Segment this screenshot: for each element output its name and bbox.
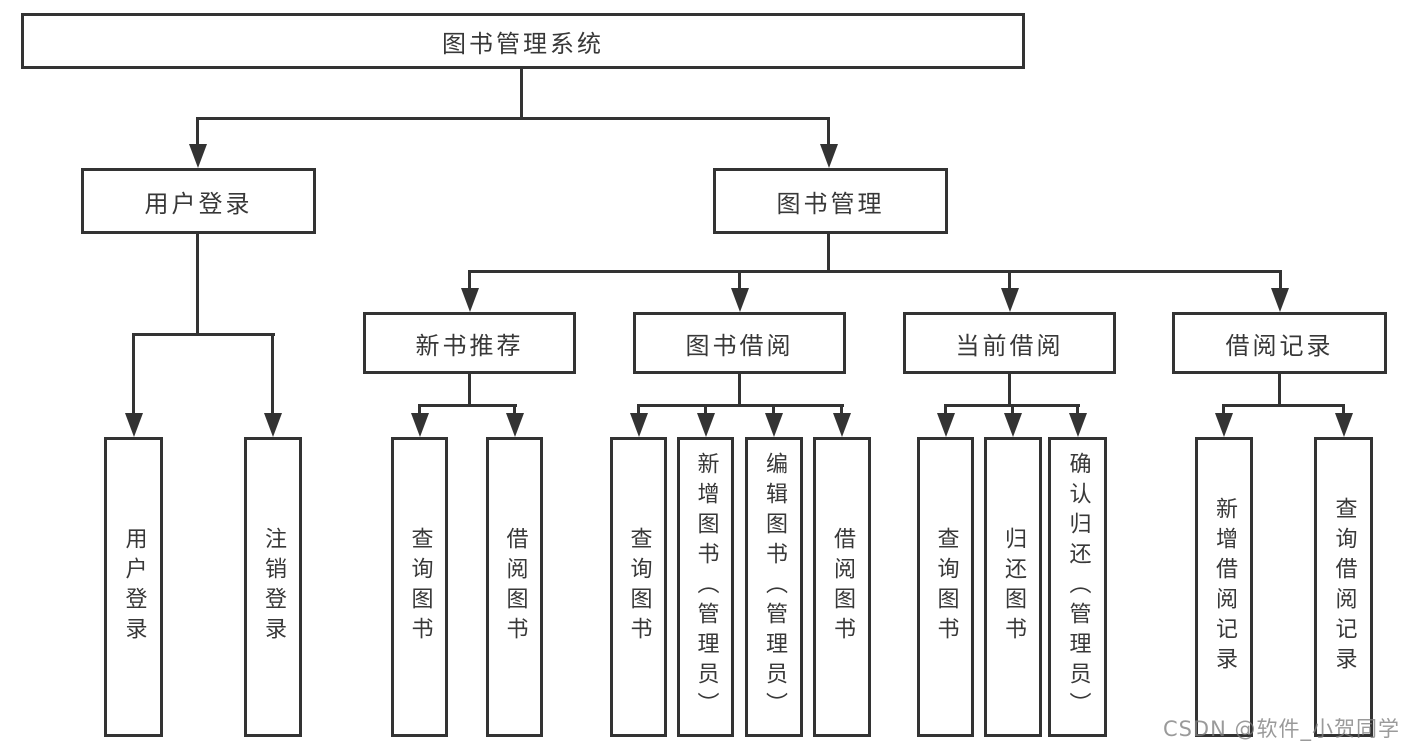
connector-line: [418, 404, 421, 417]
arrowhead-down: [731, 288, 749, 312]
connector-line: [468, 374, 471, 406]
leaf-query-book-label: 查询图书: [933, 527, 959, 647]
leaf-add-borrow-record: 新增借阅记录: [1195, 437, 1253, 737]
leaf-confirm-return-admin-label: 确认归还（管理员）: [1065, 452, 1091, 722]
connector-line: [827, 117, 830, 147]
connector-line: [1011, 404, 1014, 417]
arrowhead-down: [1335, 413, 1353, 437]
node-user-login: 用户登录: [81, 168, 316, 234]
connector-line: [468, 270, 1282, 273]
connector-line: [704, 404, 707, 417]
leaf-query-borrow-record: 查询借阅记录: [1314, 437, 1373, 737]
leaf-add-book-admin: 新增图书（管理员）: [677, 437, 734, 737]
connector-line: [1342, 404, 1345, 417]
connector-line: [132, 333, 275, 336]
connector-line: [1008, 270, 1011, 290]
connector-line: [738, 374, 741, 406]
leaf-edit-book-admin: 编辑图书（管理员）: [745, 437, 803, 737]
node-borrow-records: 借阅记录: [1172, 312, 1387, 374]
arrowhead-down: [461, 288, 479, 312]
connector-line: [196, 117, 199, 147]
arrowhead-down: [697, 413, 715, 437]
connector-line: [1279, 270, 1282, 290]
node-book-management: 图书管理: [713, 168, 948, 234]
connector-line: [196, 234, 199, 334]
leaf-edit-book-admin-label: 编辑图书（管理员）: [762, 452, 787, 722]
leaf-borrow-book-label: 借阅图书: [502, 527, 528, 647]
connector-line: [196, 117, 830, 120]
connector-line: [1008, 374, 1011, 406]
arrowhead-down: [765, 413, 783, 437]
connector-line: [637, 404, 844, 407]
connector-line: [827, 233, 830, 273]
arrowhead-down: [1001, 288, 1019, 312]
csdn-watermark: CSDN @软件_小贺同学: [1162, 717, 1400, 741]
arrowhead-down: [833, 413, 851, 437]
arrowhead-down: [820, 144, 838, 168]
node-library-system: 图书管理系统: [21, 13, 1025, 69]
connector-line: [1222, 404, 1225, 417]
arrowhead-down: [937, 413, 955, 437]
connector-line: [468, 270, 471, 290]
connector-line: [840, 404, 843, 417]
leaf-logout: 注销登录: [244, 437, 302, 737]
connector-line: [1222, 404, 1345, 407]
connector-line: [738, 270, 741, 290]
connector-line: [513, 404, 516, 417]
leaf-query-borrow-record-label: 查询借阅记录: [1331, 497, 1357, 677]
arrowhead-down: [411, 413, 429, 437]
node-book-management-label: 图书管理: [776, 189, 885, 218]
leaf-confirm-return-admin: 确认归还（管理员）: [1048, 437, 1107, 737]
arrowhead-down: [264, 413, 282, 437]
node-new-book-recommend-label: 新书推荐: [415, 331, 524, 360]
leaf-query-book-label: 查询图书: [626, 527, 652, 647]
arrowhead-down: [1069, 413, 1087, 437]
connector-line: [1278, 374, 1281, 406]
node-book-borrow: 图书借阅: [633, 312, 846, 374]
leaf-add-borrow-record-label: 新增借阅记录: [1212, 497, 1237, 677]
leaf-logout-label: 注销登录: [261, 527, 286, 647]
leaf-return-book: 归还图书: [984, 437, 1042, 737]
node-borrow-records-label: 借阅记录: [1225, 331, 1334, 360]
arrowhead-down: [125, 413, 143, 437]
arrowhead-down: [189, 144, 207, 168]
leaf-query-book-label: 查询图书: [407, 527, 433, 647]
arrowhead-down: [1004, 413, 1022, 437]
connector-line: [132, 333, 135, 415]
leaf-borrow-book-label: 借阅图书: [830, 527, 855, 647]
leaf-query-book: 查询图书: [391, 437, 448, 737]
connector-line: [772, 404, 775, 417]
leaf-user-login-label: 用户登录: [121, 527, 147, 647]
connector-line: [418, 404, 517, 407]
leaf-borrow-book: 借阅图书: [486, 437, 543, 737]
connector-line: [944, 404, 947, 417]
node-book-borrow-label: 图书借阅: [685, 331, 794, 360]
leaf-add-book-admin-label: 新增图书（管理员）: [693, 452, 719, 722]
arrowhead-down: [630, 413, 648, 437]
node-current-borrow-label: 当前借阅: [955, 331, 1064, 360]
connector-line: [637, 404, 640, 417]
arrowhead-down: [1271, 288, 1289, 312]
leaf-return-book-label: 归还图书: [1001, 527, 1026, 647]
leaf-borrow-book: 借阅图书: [813, 437, 871, 737]
leaf-query-book: 查询图书: [610, 437, 667, 737]
node-library-system-label: 图书管理系统: [442, 29, 604, 58]
arrowhead-down: [506, 413, 524, 437]
leaf-query-book: 查询图书: [917, 437, 974, 737]
leaf-user-login: 用户登录: [104, 437, 163, 737]
connector-line: [1076, 404, 1079, 417]
connector-line: [271, 333, 274, 415]
connector-line: [520, 69, 523, 118]
arrowhead-down: [1215, 413, 1233, 437]
node-new-book-recommend: 新书推荐: [363, 312, 576, 374]
node-current-borrow: 当前借阅: [903, 312, 1116, 374]
node-user-login-label: 用户登录: [144, 189, 253, 218]
